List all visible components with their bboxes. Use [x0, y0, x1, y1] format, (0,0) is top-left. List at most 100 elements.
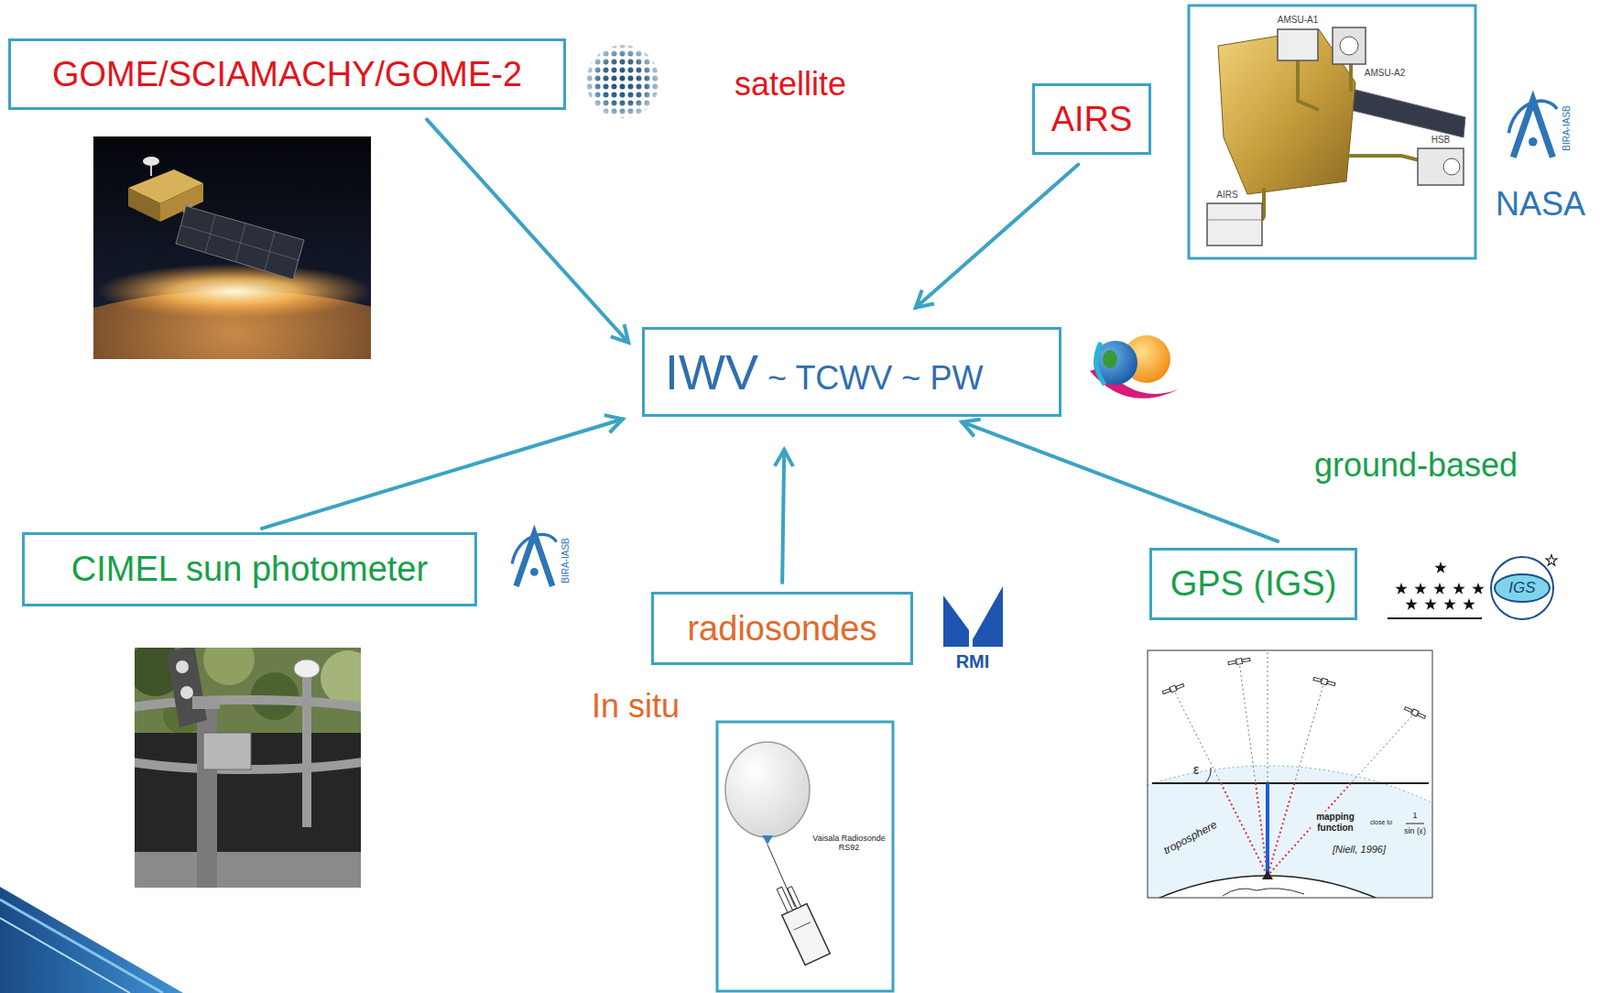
node-text: radiosondes — [686, 609, 877, 648]
satellite-source-box: AIRS — [1032, 83, 1152, 155]
aqua-satellite-picture-part — [1277, 29, 1318, 61]
gps-geometry-picture-part-part — [1255, 783, 1268, 876]
stars-logo-part — [1387, 617, 1482, 620]
rmi-logo — [943, 586, 1003, 647]
igs-logo-part — [1494, 574, 1550, 602]
sun-photometer-photo-part-part — [134, 732, 361, 888]
aqua-satellite-picture-part — [1349, 64, 1353, 92]
aqua-satellite-picture-part — [1332, 27, 1366, 65]
aqua-satellite-picture-part — [1207, 203, 1263, 246]
esa-logo — [585, 43, 661, 120]
gps-geometry-picture-part-part — [1350, 712, 1415, 784]
gps-geometry-picture — [882, 650, 1600, 993]
sun-photometer-photo-part-part — [166, 647, 207, 728]
formula-text: sin (ε) — [1402, 826, 1428, 836]
ground-source-box: GPS (IGS) — [1149, 547, 1358, 621]
gps-geometry-picture-part-part — [1147, 875, 1433, 898]
satellite-photo-part-part — [175, 206, 305, 280]
node-text: IWV — [664, 344, 759, 400]
sun-photometer-photo-part-part — [302, 675, 312, 828]
gps-geometry-picture-part — [1147, 652, 1433, 898]
radiosonde-picture-part — [771, 880, 830, 965]
sun-photometer-photo-part-part — [203, 647, 255, 686]
logo-text: BIRA-IASB — [560, 537, 572, 583]
igs-logo-part — [1545, 555, 1557, 566]
gps-geometry-picture-part-part — [1162, 682, 1186, 696]
angle-label: ε — [1193, 761, 1199, 777]
node-text: AIRS — [1051, 99, 1133, 139]
radiosonde-picture-part — [717, 721, 893, 991]
sun-photometer-photo-part-part — [203, 732, 251, 770]
satellite-photo-part-part — [181, 225, 299, 261]
agency-label: NASA — [1495, 185, 1586, 223]
instrument-label: AMSU-A1 — [1277, 14, 1318, 26]
sun-photometer-photo-part-part — [134, 851, 361, 888]
gps-geometry-picture-part-part — [1222, 888, 1305, 896]
ground-source-box: CIMEL sun photometer — [21, 532, 478, 607]
figure-label: close to — [1368, 818, 1394, 827]
esa-logo-part — [585, 43, 661, 120]
gps-geometry-picture-part-part — [1220, 783, 1268, 876]
sun-photometer-photo-part — [134, 647, 361, 888]
instrument-label: AIRS — [1216, 189, 1238, 201]
aqua-satellite-picture-part — [1207, 219, 1263, 221]
gps-geometry-picture-part-part — [1147, 765, 1433, 898]
aqua-satellite-picture-part — [1297, 60, 1319, 110]
igs-logo-part — [1491, 556, 1554, 620]
gps-geometry-picture-part-part — [1267, 783, 1351, 876]
gps-geometry-picture-part-part — [1262, 870, 1274, 880]
satellite-photo-part-part — [142, 156, 160, 166]
instrument-label: Vaisala Radiosonde RS92 — [812, 833, 886, 853]
gps-geometry-picture-part-part — [1295, 681, 1326, 784]
stars-logo-part — [1434, 561, 1447, 574]
figure-label: troposphere — [1160, 817, 1222, 859]
globe-logo-part — [1102, 349, 1118, 369]
logo-text: BIRA-IASB — [1561, 105, 1573, 151]
aqua-satellite-picture-part — [1342, 87, 1466, 138]
satellite-photo-part — [93, 156, 371, 360]
stars-logo-part — [1414, 582, 1426, 595]
stars-logo-part — [1424, 598, 1437, 610]
category-label: satellite — [734, 65, 847, 103]
arrow-connector — [961, 422, 1278, 542]
gps-geometry-picture-part-part — [1405, 823, 1425, 825]
aqua-satellite-picture-part — [1443, 158, 1460, 175]
gps-geometry-picture-part-part — [1265, 783, 1270, 874]
sun-photometer-photo-part-part — [175, 660, 189, 674]
globe-logo-part — [1093, 340, 1138, 385]
stars-logo-part — [1433, 582, 1446, 595]
central-quantity-box: IWV~ TCWV ~ PW — [642, 326, 1062, 417]
gps-geometry-picture-part-part — [1267, 783, 1296, 876]
stars-logo-part — [1462, 598, 1475, 610]
bira-logo-part — [511, 533, 556, 587]
stars-logo-part — [1443, 598, 1456, 610]
radiosonde-picture-part — [725, 741, 810, 838]
node-text: GOME/SCIAMACHY/GOME-2 — [52, 54, 523, 94]
logo-text: RMI — [956, 651, 991, 673]
globe-logo-part — [1096, 342, 1105, 385]
gps-geometry-picture-part-part — [1404, 705, 1426, 720]
category-label: ground-based — [1314, 446, 1518, 484]
logo-text: IGS — [1508, 578, 1535, 598]
rmi-logo-part — [943, 595, 969, 647]
igs-logo — [1491, 555, 1557, 620]
bira-logo — [1508, 99, 1557, 157]
radiosonde-picture-part-part — [794, 922, 811, 930]
aqua-satellite-picture-part — [1188, 5, 1476, 259]
gps-geometry-picture-part-part — [1228, 656, 1252, 666]
slide-corner-decoration-part — [0, 886, 184, 993]
node-text: GPS (IGS) — [1170, 564, 1338, 603]
node-text: CIMEL sun photometer — [71, 549, 428, 588]
formula-text: 1 — [1410, 810, 1419, 820]
radiosonde-picture-part-part — [782, 903, 831, 965]
satellite-photo — [0, 136, 592, 721]
stars-logo — [1387, 561, 1485, 619]
gps-geometry-picture-part-part — [1152, 782, 1429, 784]
satellite-photo-part-part — [97, 263, 371, 319]
globe-logo — [1089, 335, 1179, 399]
sun-photometer-photo-part-part — [134, 699, 361, 770]
in-situ-source-box: radiosondes — [651, 591, 914, 665]
